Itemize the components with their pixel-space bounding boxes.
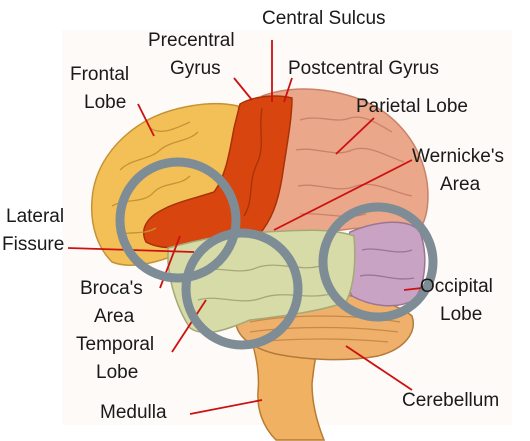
label-brocas-area-line2: Area xyxy=(94,306,134,328)
label-temporal-lobe-line1: Temporal xyxy=(76,334,154,356)
label-frontal-lobe-line2: Lobe xyxy=(84,92,126,114)
label-lateral-fissure-line2: Fissure xyxy=(2,234,64,256)
label-occipital-lobe-line2: Lobe xyxy=(440,304,482,326)
label-wernickes-area-line2: Area xyxy=(440,174,480,196)
label-parietal-lobe: Parietal Lobe xyxy=(356,96,468,118)
label-cerebellum: Cerebellum xyxy=(402,390,499,412)
label-occipital-lobe-line1: Occipital xyxy=(420,276,493,298)
label-precentral-gyrus-line2: Gyrus xyxy=(170,58,221,80)
label-frontal-lobe-line1: Frontal xyxy=(70,64,129,86)
label-medulla: Medulla xyxy=(100,402,167,424)
label-temporal-lobe-line2: Lobe xyxy=(96,362,138,384)
label-lateral-fissure-line1: Lateral xyxy=(6,206,64,228)
label-brocas-area-line1: Broca's xyxy=(80,278,143,300)
label-precentral-gyrus-line1: Precentral xyxy=(148,30,235,52)
occipital-lobe-shape xyxy=(344,222,425,306)
label-central-sulcus: Central Sulcus xyxy=(262,8,386,30)
label-wernickes-area-line1: Wernicke's xyxy=(412,146,504,168)
label-postcentral-gyrus: Postcentral Gyrus xyxy=(288,58,439,80)
